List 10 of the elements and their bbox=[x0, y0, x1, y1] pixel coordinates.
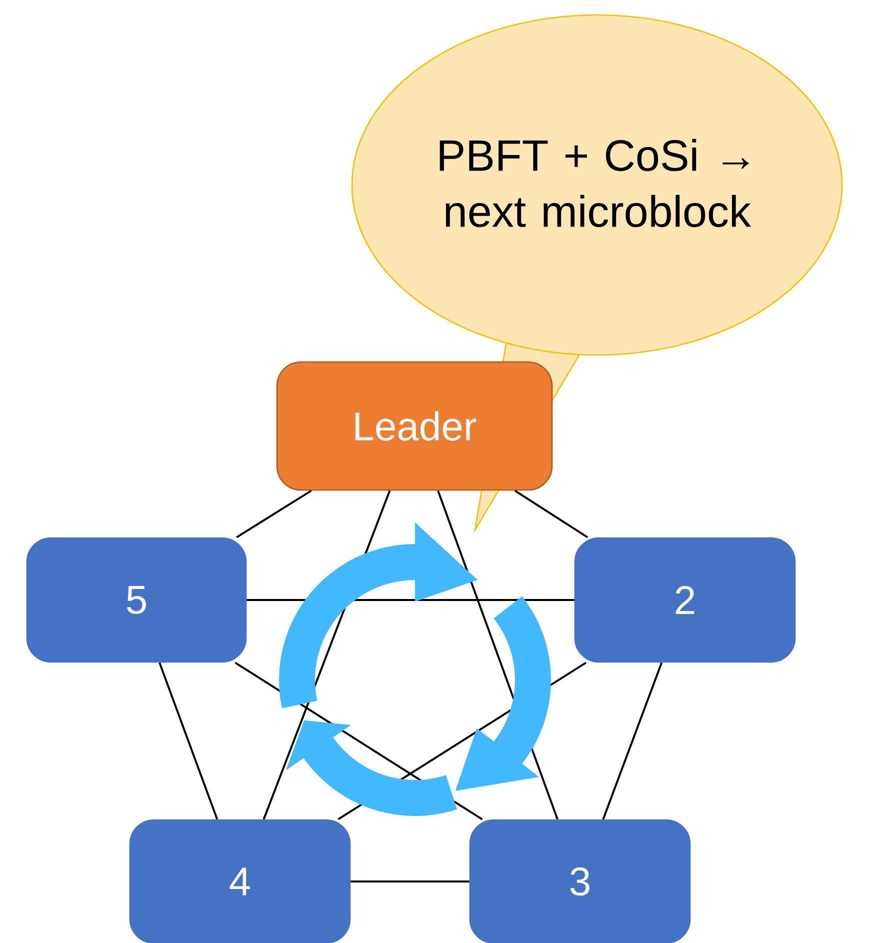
connector-line bbox=[350, 880, 470, 882]
node-box: 5 bbox=[26, 537, 247, 663]
node-box: 2 bbox=[574, 537, 796, 663]
leader-box: Leader bbox=[276, 361, 553, 491]
connector-line bbox=[158, 662, 218, 820]
connector-line bbox=[602, 662, 663, 820]
node-box: 3 bbox=[469, 819, 691, 943]
connector-line bbox=[514, 490, 588, 538]
connector-line bbox=[236, 490, 312, 538]
node-box: 4 bbox=[129, 819, 351, 943]
